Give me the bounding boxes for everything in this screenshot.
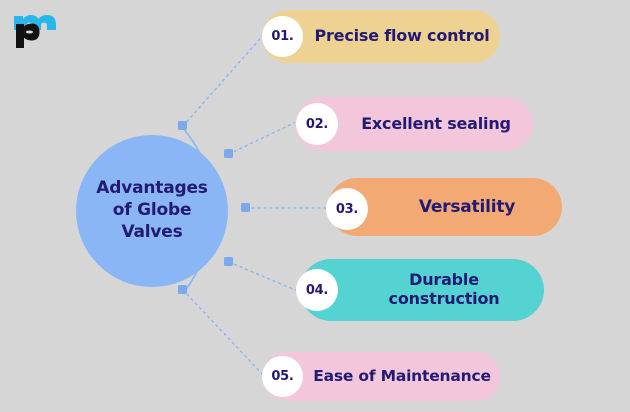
item-number-1: 01.	[271, 29, 294, 44]
arc-node-5	[178, 285, 187, 294]
leader-line-2	[228, 119, 301, 155]
leader-line-5	[182, 289, 267, 379]
item-label-2-line1: Excellent sealing	[361, 113, 511, 133]
center-title-line2: of Globe	[112, 200, 192, 221]
item-number-badge-5: 05.	[262, 356, 303, 397]
item-label-2: Excellent sealing	[317, 113, 511, 134]
arc-node-2	[224, 149, 233, 158]
item-label-1: Precise flow control	[272, 26, 490, 46]
arc-node-3	[241, 203, 250, 212]
item-number-3: 03.	[335, 201, 359, 217]
item-label-5-line1: Ease of Maintenance	[313, 367, 491, 386]
item-pill-4[interactable]: Durable construction	[300, 259, 544, 321]
leader-line-1	[182, 31, 267, 127]
item-label-4: Durable construction	[345, 270, 500, 309]
item-label-3-line1: Versatility	[418, 196, 516, 217]
item-number-4: 04.	[305, 282, 329, 298]
item-number-2: 02.	[305, 116, 329, 132]
item-number-badge-3: 03.	[326, 188, 368, 230]
item-number-badge-1: 01.	[262, 16, 303, 57]
item-label-4-line2: construction	[388, 289, 500, 308]
arc-node-1	[178, 121, 187, 130]
item-number-badge-2: 02.	[296, 103, 338, 145]
center-topic-circle: Advantages of Globe Valves	[76, 135, 228, 287]
item-label-5: Ease of Maintenance	[271, 367, 491, 385]
item-label-3: Versatility	[375, 196, 516, 217]
item-number-5: 05.	[271, 369, 294, 384]
item-label-4-line1: Durable	[409, 270, 479, 290]
center-title: Advantages of Globe Valves	[88, 178, 215, 243]
item-number-badge-4: 04.	[296, 269, 338, 311]
arc-node-4	[224, 257, 233, 266]
leader-line-4	[228, 261, 301, 293]
pm-monogram-logo-icon	[12, 10, 60, 52]
item-label-1-line1: Precise flow control	[314, 26, 490, 46]
center-title-line3: Valves	[121, 221, 183, 242]
center-title-line1: Advantages	[96, 178, 208, 199]
